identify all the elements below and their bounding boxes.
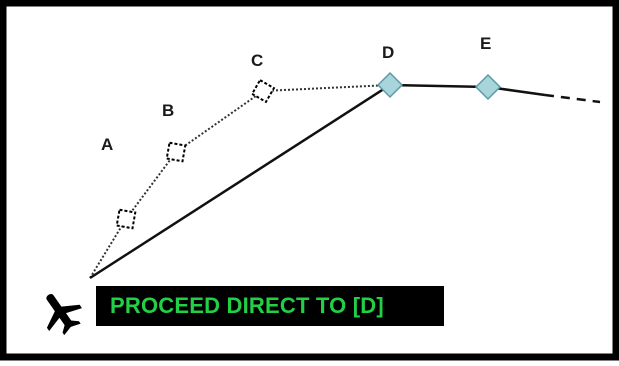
waypoint-a-label: A [101, 135, 113, 154]
waypoint-d-marker [376, 71, 404, 99]
waypoint-c-marker [250, 78, 276, 104]
waypoint-b-marker [165, 141, 187, 163]
waypoint-e-label: E [480, 34, 491, 53]
airplane-icon [46, 294, 82, 336]
waypoint-b-label: B [162, 101, 174, 120]
waypoint-a-marker [115, 208, 137, 230]
waypoint-d-label: D [382, 43, 394, 62]
clearance-message: PROCEED DIRECT TO [D] [96, 286, 444, 326]
waypoint-e-marker [474, 73, 502, 101]
waypoint-c-label: C [251, 51, 263, 70]
direct-to-line [89, 83, 391, 280]
